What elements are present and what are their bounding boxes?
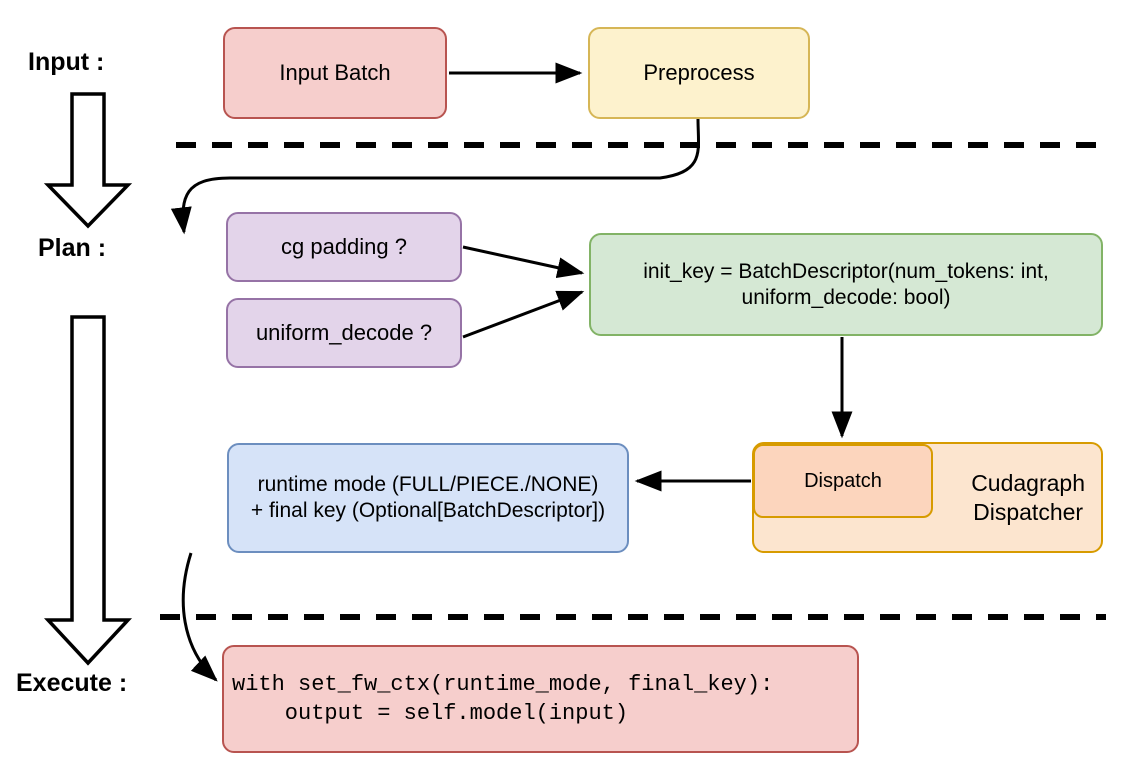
- node-input-batch[interactable]: Input Batch: [223, 27, 447, 119]
- node-uniform-decode[interactable]: uniform_decode ?: [226, 298, 462, 368]
- node-preprocess-text: Preprocess: [643, 59, 755, 85]
- stage-label-input: Input :: [28, 48, 105, 76]
- node-runtime-mode-text: runtime mode (FULL/PIECE./NONE) + final …: [250, 473, 606, 522]
- node-input-batch-text: Input Batch: [279, 59, 391, 85]
- node-preprocess[interactable]: Preprocess: [588, 27, 810, 119]
- plan-to-execute-arrow: [43, 315, 133, 666]
- node-exec-code-text: with set_fw_ctx(runtime_mode, final_key)…: [232, 671, 774, 726]
- edge-uniform-decode-to-init-key: [462, 290, 585, 339]
- input-to-plan-arrow: [43, 92, 133, 229]
- node-cg-padding[interactable]: cg padding ?: [226, 212, 462, 282]
- stage-label-execute: Execute :: [16, 669, 128, 697]
- node-cg-padding-text: cg padding ?: [281, 233, 407, 259]
- stage-label-plan: Plan :: [38, 234, 107, 262]
- node-init-key[interactable]: init_key = BatchDescriptor(num_tokens: i…: [589, 233, 1103, 336]
- node-dispatch-text: Dispatch: [804, 469, 882, 492]
- node-runtime-mode[interactable]: runtime mode (FULL/PIECE./NONE) + final …: [227, 443, 629, 553]
- node-dispatch[interactable]: Dispatch: [753, 444, 933, 518]
- node-exec-code[interactable]: with set_fw_ctx(runtime_mode, final_key)…: [222, 645, 859, 753]
- node-uniform-decode-text: uniform_decode ?: [255, 319, 433, 345]
- node-cudagraph-dispatcher-text: Cudagraph Dispatcher: [971, 470, 1085, 525]
- edge-cg-padding-to-init-key: [462, 245, 585, 279]
- edge-runtime-mode-to-exec-code: [181, 552, 218, 682]
- node-init-key-text: init_key = BatchDescriptor(num_tokens: i…: [643, 259, 1049, 309]
